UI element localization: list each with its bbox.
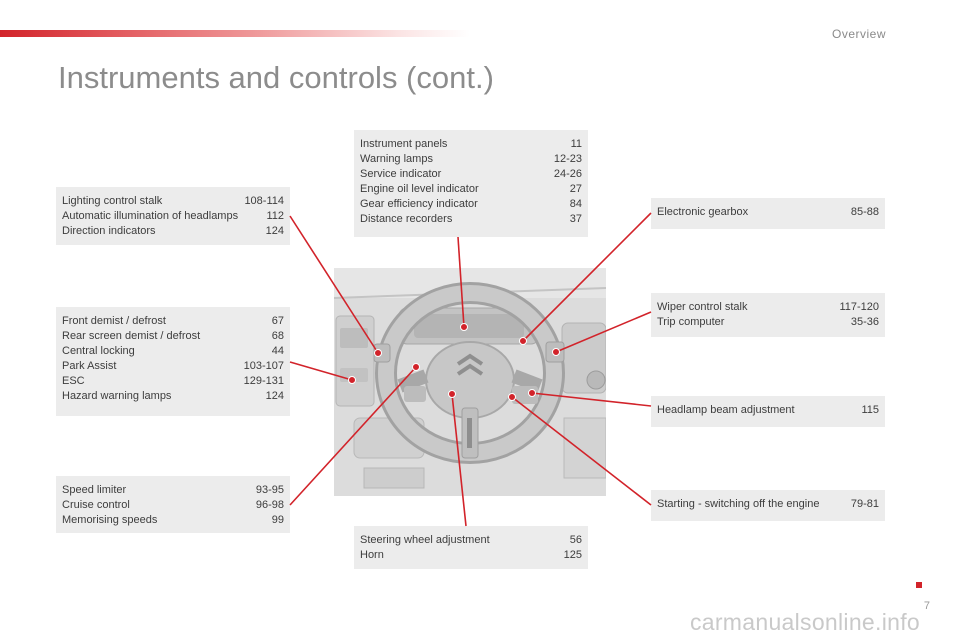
entry-label: Park Assist	[62, 360, 117, 372]
entry-row: Gear efficiency indicator 84	[360, 197, 582, 212]
box-starting: Starting - switching off the engine 79-81	[651, 490, 885, 521]
entry-page: 37	[569, 213, 582, 225]
entry-label: Steering wheel adjustment	[360, 534, 490, 546]
entry-label: Horn	[360, 549, 384, 561]
entry-row: Horn 125	[360, 548, 582, 563]
entry-page: 79-81	[850, 498, 879, 510]
entry-page: 124	[265, 390, 284, 402]
entry-page: 84	[569, 198, 582, 210]
dashboard-drawing	[334, 268, 606, 496]
entry-page: 12-23	[553, 153, 582, 165]
entry-page: 124	[265, 225, 284, 237]
entry-page: 93-95	[255, 484, 284, 496]
entry-label: Distance recorders	[360, 213, 453, 225]
entry-row: Electronic gearbox 85-88	[657, 205, 879, 220]
entry-row: ESC 129-131	[62, 374, 284, 389]
entry-label: Lighting control stalk	[62, 195, 163, 207]
entry-row: Trip computer 35-36	[657, 315, 879, 330]
entry-label: Trip computer	[657, 316, 725, 328]
entry-row: Steering wheel adjustment 56	[360, 533, 582, 548]
entry-row: Engine oil level indicator 27	[360, 182, 582, 197]
entry-label: Warning lamps	[360, 153, 433, 165]
entry-page: 117-120	[839, 301, 879, 313]
entry-row: Direction indicators 124	[62, 224, 284, 239]
entry-label: Instrument panels	[360, 138, 448, 150]
entry-label: Gear efficiency indicator	[360, 198, 478, 210]
entry-page: 35-36	[850, 316, 879, 328]
box-gearbox: Electronic gearbox 85-88	[651, 198, 885, 229]
entry-label: Electronic gearbox	[657, 206, 749, 218]
page-number: 7	[923, 600, 930, 612]
entry-page: 24-26	[553, 168, 582, 180]
entry-page: 11	[570, 138, 582, 150]
box-headlamp: Headlamp beam adjustment 115	[651, 396, 885, 427]
entry-row: Speed limiter 93-95	[62, 483, 284, 498]
entry-page: 27	[569, 183, 582, 195]
header-accent-bar	[0, 30, 470, 37]
entry-page: 125	[563, 549, 582, 561]
page-marker	[916, 582, 922, 588]
entry-row: Hazard warning lamps 124	[62, 389, 284, 404]
entry-row: Memorising speeds 99	[62, 513, 284, 528]
entry-page: 85-88	[850, 206, 879, 218]
entry-page: 103-107	[243, 360, 284, 372]
entry-label: Wiper control stalk	[657, 301, 748, 313]
entry-label: Starting - switching off the engine	[657, 498, 820, 510]
entry-page: 99	[271, 514, 284, 526]
entry-label: Central locking	[62, 345, 135, 357]
entry-row: Instrument panels 11	[360, 137, 582, 152]
entry-page: 129-131	[243, 375, 284, 387]
entry-row: Central locking 44	[62, 344, 284, 359]
entry-label: Hazard warning lamps	[62, 390, 172, 402]
entry-row: Warning lamps 12-23	[360, 152, 582, 167]
entry-row: Starting - switching off the engine 79-81	[657, 497, 879, 512]
entry-row: Lighting control stalk 108-114	[62, 194, 284, 209]
entry-label: Automatic illumination of headlamps	[62, 210, 239, 222]
entry-label: Direction indicators	[62, 225, 156, 237]
entry-page: 67	[271, 315, 284, 327]
entry-row: Rear screen demist / defrost 68	[62, 329, 284, 344]
entry-row: Cruise control 96-98	[62, 498, 284, 513]
entry-label: Memorising speeds	[62, 514, 158, 526]
entry-label: Cruise control	[62, 499, 130, 511]
entry-page: 56	[569, 534, 582, 546]
entry-label: Headlamp beam adjustment	[657, 404, 795, 416]
entry-page: 115	[861, 404, 879, 416]
page-title: Instruments and controls (cont.)	[58, 60, 494, 95]
entry-row: Service indicator 24-26	[360, 167, 582, 182]
entry-label: ESC	[62, 375, 85, 387]
dashboard-illustration	[334, 268, 606, 496]
entry-page: 96-98	[255, 499, 284, 511]
entry-page: 44	[271, 345, 284, 357]
entry-row: Front demist / defrost 67	[62, 314, 284, 329]
entry-page: 68	[271, 330, 284, 342]
section-title: Overview	[831, 27, 886, 41]
entry-page: 108-114	[244, 195, 284, 207]
entry-label: Service indicator	[360, 168, 442, 180]
watermark: carmanualsonline.info	[689, 609, 920, 635]
entry-row: Park Assist 103-107	[62, 359, 284, 374]
entry-label: Rear screen demist / defrost	[62, 330, 201, 342]
entry-label: Front demist / defrost	[62, 315, 166, 327]
entry-row: Distance recorders 37	[360, 212, 582, 227]
entry-row: Headlamp beam adjustment 115	[657, 403, 879, 418]
entry-label: Speed limiter	[62, 484, 127, 496]
entry-row: Automatic illumination of headlamps 112	[62, 209, 284, 224]
entry-row: Wiper control stalk 117-120	[657, 300, 879, 315]
entry-label: Engine oil level indicator	[360, 183, 479, 195]
entry-page: 112	[266, 210, 284, 222]
